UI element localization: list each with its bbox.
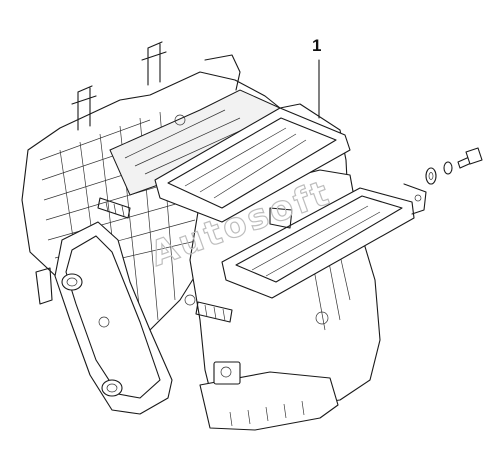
upper-outlet-duct bbox=[154, 107, 351, 223]
nut bbox=[443, 161, 453, 175]
actuator-motor bbox=[213, 361, 241, 385]
heater-pipe-upper bbox=[61, 273, 83, 291]
clips bbox=[97, 197, 293, 323]
heater-pipe-lower bbox=[101, 379, 123, 397]
callout-label-1: 1 bbox=[312, 36, 322, 55]
side-cover-plate bbox=[35, 221, 173, 415]
washer bbox=[425, 167, 437, 185]
fasteners bbox=[425, 147, 483, 185]
lower-outlet-duct bbox=[221, 183, 427, 299]
